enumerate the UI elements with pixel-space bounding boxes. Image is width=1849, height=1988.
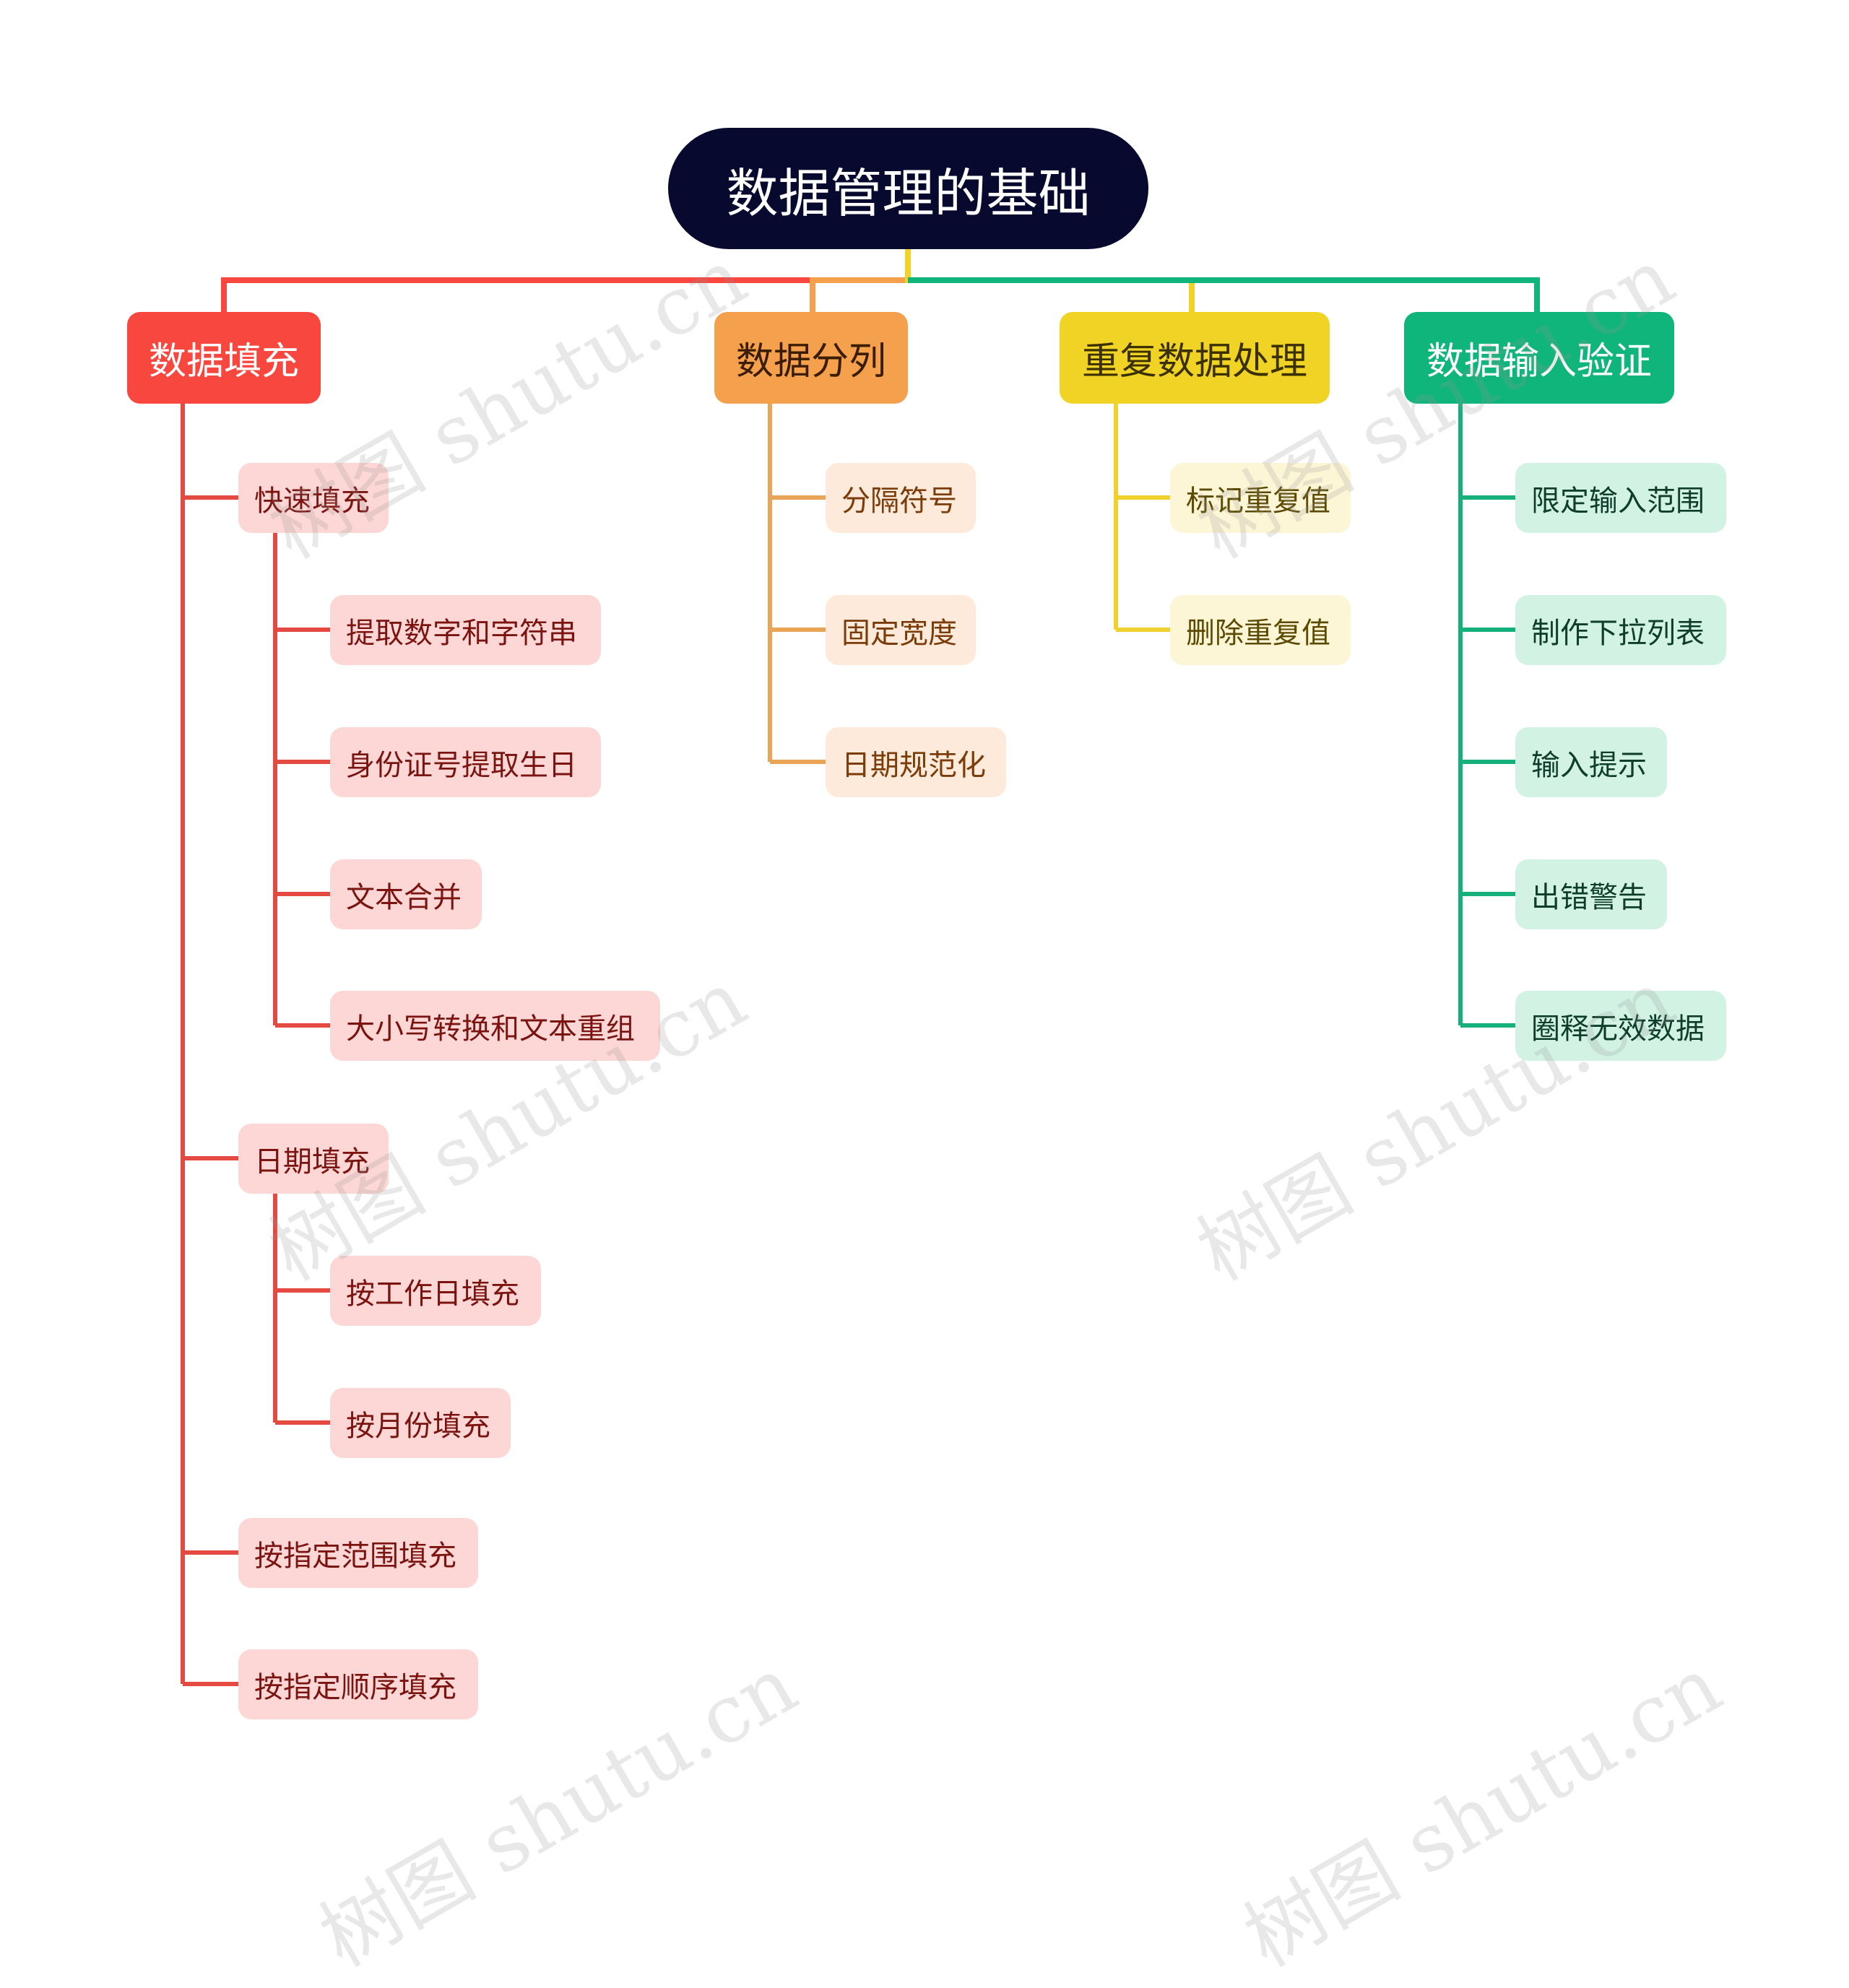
branch-data-split[interactable]: 数据分列 [714,312,908,404]
node-input-hint[interactable]: 输入提示 [1515,727,1667,797]
node-text-merge[interactable]: 文本合并 [330,859,482,929]
node-date-fill[interactable]: 日期填充 [238,1124,389,1194]
node-delimiter[interactable]: 分隔符号 [826,463,976,533]
node-range-fill[interactable]: 按指定范围填充 [238,1518,478,1588]
node-workday-fill[interactable]: 按工作日填充 [330,1256,541,1326]
node-fixed-width[interactable]: 固定宽度 [826,595,976,665]
branch-data-fill[interactable]: 数据填充 [127,312,321,404]
node-order-fill[interactable]: 按指定顺序填充 [238,1649,478,1719]
node-extract-numbers[interactable]: 提取数字和字符串 [330,595,601,665]
root-to-split-line [810,277,908,312]
root-node[interactable]: 数据管理的基础 [668,128,1148,249]
node-limit-range[interactable]: 限定输入范围 [1515,463,1726,533]
node-mark-duplicates[interactable]: 标记重复值 [1170,463,1351,533]
node-case-convert[interactable]: 大小写转换和文本重组 [330,991,660,1061]
connector-lines [181,249,1540,1686]
node-error-alert[interactable]: 出错警告 [1515,859,1667,929]
node-id-birthday[interactable]: 身份证号提取生日 [330,727,601,797]
root-to-fill-line [221,249,911,312]
node-date-normalize[interactable]: 日期规范化 [826,727,1006,797]
node-quick-fill[interactable]: 快速填充 [238,463,389,533]
node-dropdown-list[interactable]: 制作下拉列表 [1515,595,1726,665]
branch-input-validation[interactable]: 数据输入验证 [1404,312,1674,404]
branch-duplicate-handling[interactable]: 重复数据处理 [1060,312,1330,404]
node-delete-duplicates[interactable]: 删除重复值 [1170,595,1351,665]
node-circle-invalid[interactable]: 圈释无效数据 [1515,991,1726,1061]
root-to-valid-line [908,277,1540,312]
node-month-fill[interactable]: 按月份填充 [330,1388,511,1458]
